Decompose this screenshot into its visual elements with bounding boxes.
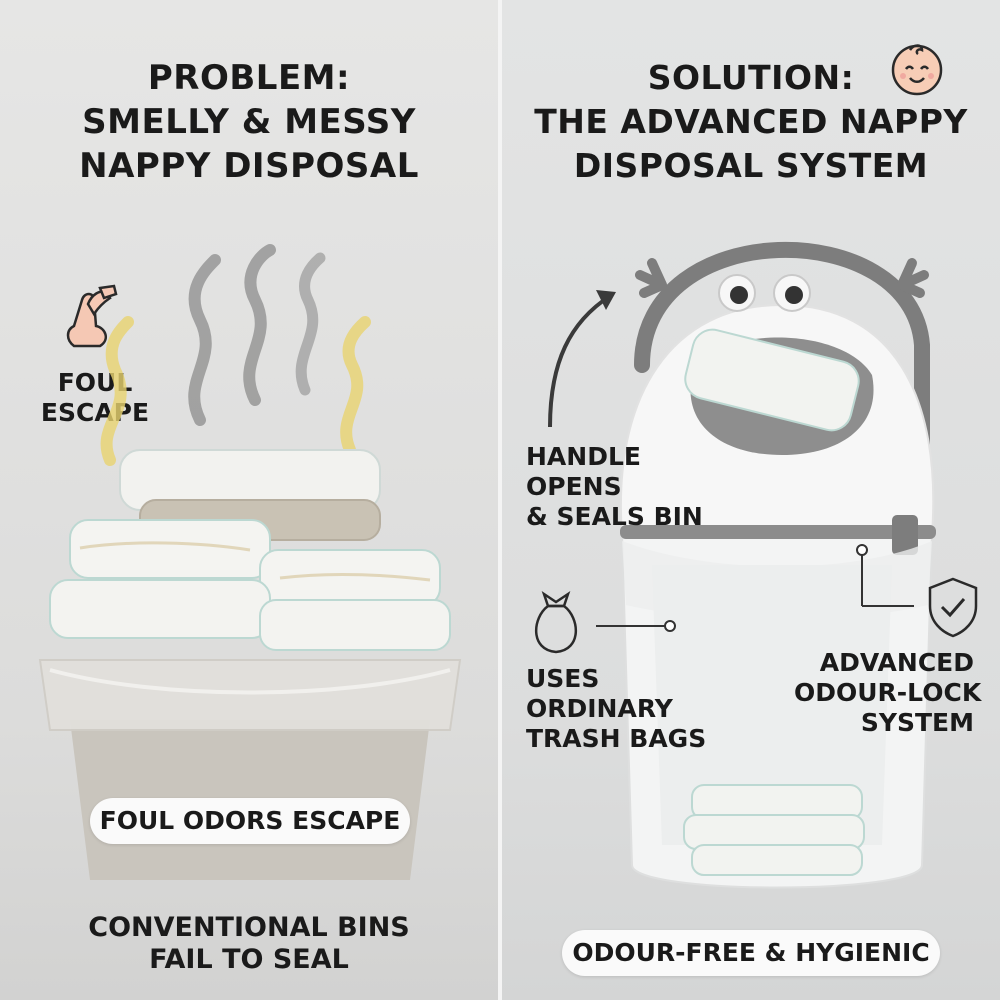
odour-lock-line-1: ADVANCED (819, 648, 974, 677)
problem-heading: PROBLEM: SMELLY & MESSY NAPPY DISPOSAL (0, 56, 498, 188)
solution-panel: SOLUTION: THE ADVANCED NAPPY DISPOSAL SY… (502, 0, 1000, 1000)
diaper-pile (49, 449, 451, 651)
odor-wisps (100, 244, 371, 466)
handle-callout-line-2: OPENS (526, 472, 622, 501)
odour-lock-line-3: SYSTEM (860, 708, 974, 737)
solution-heading-line-3: DISPOSAL SYSTEM (573, 146, 929, 185)
odour-lock-callout: ADVANCED ODOUR-LOCK SYSTEM (794, 648, 982, 738)
solution-heading-line-2: THE ADVANCED NAPPY (534, 102, 968, 141)
solution-heading: SOLUTION: THE ADVANCED NAPPY DISPOSAL SY… (502, 56, 1000, 188)
problem-panel: PROBLEM: SMELLY & MESSY NAPPY DISPOSAL F… (0, 0, 498, 1000)
problem-heading-line-3: NAPPY DISPOSAL (79, 146, 419, 186)
problem-heading-line-2: SMELLY & MESSY (82, 102, 416, 142)
handle-callout: HANDLE OPENS & SEALS BIN (526, 442, 703, 532)
curved-arrow-icon (548, 290, 616, 428)
problem-footer-line-1: CONVENTIONAL BINS (88, 912, 410, 943)
baby-face-icon (891, 44, 943, 96)
foul-escape-line-2: ESCAPE (40, 398, 150, 427)
connector-lines (596, 544, 914, 632)
problem-footer-line-2: FAIL TO SEAL (149, 944, 349, 975)
conventional-bin (38, 659, 462, 880)
odour-lock-line-2: ODOUR-LOCK (794, 678, 982, 707)
handle-callout-line-3: & SEALS BIN (526, 502, 703, 531)
bags-callout: USES ORDINARY TRASH BAGS (526, 664, 706, 754)
nose-pinch-icon (66, 284, 118, 348)
problem-heading-line-1: PROBLEM: (147, 58, 351, 98)
foul-odors-pill: FOUL ODORS ESCAPE (90, 798, 410, 844)
handle-callout-line-1: HANDLE (526, 442, 641, 471)
panel-divider (498, 0, 502, 1000)
smart-nappy-bin (619, 242, 936, 889)
bags-callout-line-1: USES (526, 664, 600, 693)
shield-check-icon (928, 577, 978, 638)
trash-bag-icon (534, 590, 578, 654)
bags-callout-line-3: TRASH BAGS (526, 724, 707, 753)
problem-footer: CONVENTIONAL BINS FAIL TO SEAL (0, 912, 498, 976)
bags-callout-line-2: ORDINARY (526, 694, 673, 723)
odour-free-pill: ODOUR-FREE & HYGIENIC (562, 930, 940, 976)
solution-heading-line-1: SOLUTION: (647, 58, 855, 97)
